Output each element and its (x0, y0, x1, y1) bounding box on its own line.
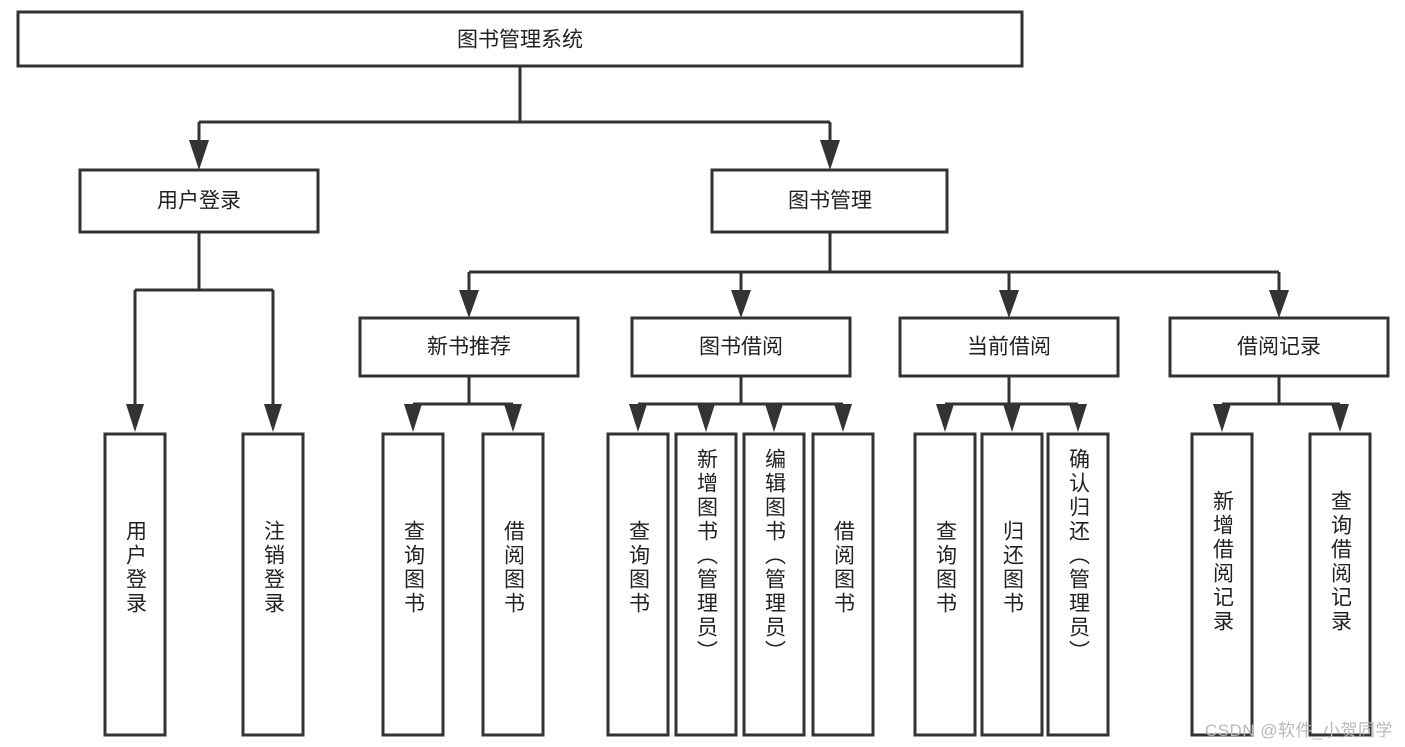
node-book-manage[interactable]: 图书管理 (710, 168, 949, 234)
arrow-icon-to-user-login (189, 140, 209, 170)
arrow-icon-to-current-leaf-3 (1069, 404, 1087, 432)
leaf-node-borrow-record-2-box[interactable] (1308, 432, 1372, 737)
leaf-node-current-borrow-1-box[interactable] (913, 432, 977, 737)
leaf-node-book-borrow-2[interactable]: 新增图书（管理员） (674, 432, 738, 737)
leaf-node-user-login-1-box[interactable] (103, 432, 167, 737)
node-new-book-recommend-label: 新书推荐 (427, 336, 511, 359)
arrow-icon-to-borrow-leaf-1 (629, 404, 647, 432)
leaf-node-book-borrow-1-label: 查询图书 (627, 520, 651, 616)
arrow-icon-to-borrow-leaf-3 (765, 404, 783, 432)
leaf-node-user-login-2-box[interactable] (241, 432, 305, 737)
arrow-icon-to-record-leaf-2 (1331, 404, 1349, 432)
arrow-icon-to-current-leaf-2 (1003, 404, 1021, 432)
leaf-node-borrow-record-1[interactable]: 新增借阅记录 (1190, 432, 1254, 737)
arrow-icon-to-book-manage (820, 140, 840, 170)
node-new-book-recommend-box[interactable] (358, 316, 580, 378)
node-current-borrow-label: 当前借阅 (967, 336, 1051, 359)
leaf-node-current-borrow-1-label: 查询图书 (934, 520, 958, 616)
leaf-node-borrow-record-2[interactable]: 查询借阅记录 (1308, 432, 1372, 737)
node-current-borrow-box[interactable] (898, 316, 1120, 378)
leaf-node-new-book-2-label: 借阅图书 (502, 520, 526, 616)
arrow-icon-to-current-leaf-1 (936, 404, 954, 432)
node-new-book-recommend[interactable]: 新书推荐 (358, 316, 580, 378)
leaf-node-book-borrow-2-box[interactable] (674, 432, 738, 737)
arrowhead-layer (126, 140, 1349, 432)
node-user-login[interactable]: 用户登录 (78, 168, 320, 234)
arrow-icon-to-record-leaf-1 (1213, 404, 1231, 432)
leaf-node-new-book-1-label: 查询图书 (402, 520, 426, 616)
leaf-node-current-borrow-2[interactable]: 归还图书 (980, 432, 1044, 737)
node-borrow-record-box[interactable] (1168, 316, 1390, 378)
leaf-node-current-borrow-1[interactable]: 查询图书 (913, 432, 977, 737)
leaf-node-current-borrow-3[interactable]: 确认归还（管理员） (1046, 432, 1110, 737)
leaf-node-current-borrow-3-box[interactable] (1046, 432, 1110, 737)
leaf-node-current-borrow-3-label: 确认归还（管理员） (1067, 448, 1091, 664)
arrow-icon-to-borrow-leaf-4 (834, 404, 852, 432)
node-user-login-box[interactable] (78, 168, 320, 234)
leaf-node-book-borrow-4-box[interactable] (811, 432, 875, 737)
arrow-icon-to-login-leaf-2 (264, 404, 282, 432)
leaf-node-book-borrow-1[interactable]: 查询图书 (606, 432, 670, 737)
leaf-node-user-login-1[interactable]: 用户登录 (103, 432, 167, 737)
node-book-manage-label: 图书管理 (788, 190, 872, 213)
leaf-node-current-borrow-2-label: 归还图书 (1001, 520, 1025, 616)
arrow-icon-to-newbook-leaf-1 (404, 404, 422, 432)
node-root-system[interactable]: 图书管理系统 (16, 10, 1024, 68)
arrow-icon-to-login-leaf-1 (126, 404, 144, 432)
node-borrow-record[interactable]: 借阅记录 (1168, 316, 1390, 378)
leaf-node-book-borrow-3[interactable]: 编辑图书（管理员） (742, 432, 806, 737)
leaf-node-borrow-record-1-label: 新增借阅记录 (1211, 490, 1235, 634)
leaf-node-new-book-2-box[interactable] (481, 432, 545, 737)
node-current-borrow[interactable]: 当前借阅 (898, 316, 1120, 378)
arrow-icon-to-book-borrow (731, 290, 751, 318)
arrow-icon-to-borrow-record (1269, 290, 1289, 318)
leaf-node-book-borrow-3-label: 编辑图书（管理员） (763, 448, 787, 664)
leaf-node-user-login-1-label: 用户登录 (124, 520, 148, 616)
arrow-icon-to-current-borrow (999, 290, 1019, 318)
node-borrow-record-label: 借阅记录 (1237, 336, 1321, 359)
arrow-icon-to-borrow-leaf-2 (697, 404, 715, 432)
leaf-node-borrow-record-2-label: 查询借阅记录 (1329, 490, 1353, 634)
leaf-node-book-borrow-3-box[interactable] (742, 432, 806, 737)
arrow-icon-to-newbook-leaf-2 (504, 404, 522, 432)
node-book-manage-box[interactable] (710, 168, 949, 234)
leaf-node-book-borrow-4[interactable]: 借阅图书 (811, 432, 875, 737)
node-user-login-label: 用户登录 (157, 190, 241, 213)
leaf-node-book-borrow-4-label: 借阅图书 (832, 520, 856, 616)
leaf-node-new-book-1-box[interactable] (381, 432, 445, 737)
node-book-borrow[interactable]: 图书借阅 (630, 316, 852, 378)
leaf-node-book-borrow-1-box[interactable] (606, 432, 670, 737)
arrow-icon-to-newbook-recommend (459, 290, 479, 318)
leaf-node-book-borrow-2-label: 新增图书（管理员） (695, 448, 719, 664)
leaf-node-new-book-1[interactable]: 查询图书 (381, 432, 445, 737)
leaf-node-new-book-2[interactable]: 借阅图书 (481, 432, 545, 737)
node-root-system-box[interactable] (16, 10, 1024, 68)
leaf-node-user-login-2[interactable]: 注销登录 (241, 432, 305, 737)
leaf-node-user-login-2-label: 注销登录 (262, 520, 286, 616)
node-book-borrow-box[interactable] (630, 316, 852, 378)
leaf-node-borrow-record-1-box[interactable] (1190, 432, 1254, 737)
node-book-borrow-label: 图书借阅 (699, 336, 783, 359)
leaf-node-current-borrow-2-box[interactable] (980, 432, 1044, 737)
node-root-system-label: 图书管理系统 (457, 29, 583, 52)
